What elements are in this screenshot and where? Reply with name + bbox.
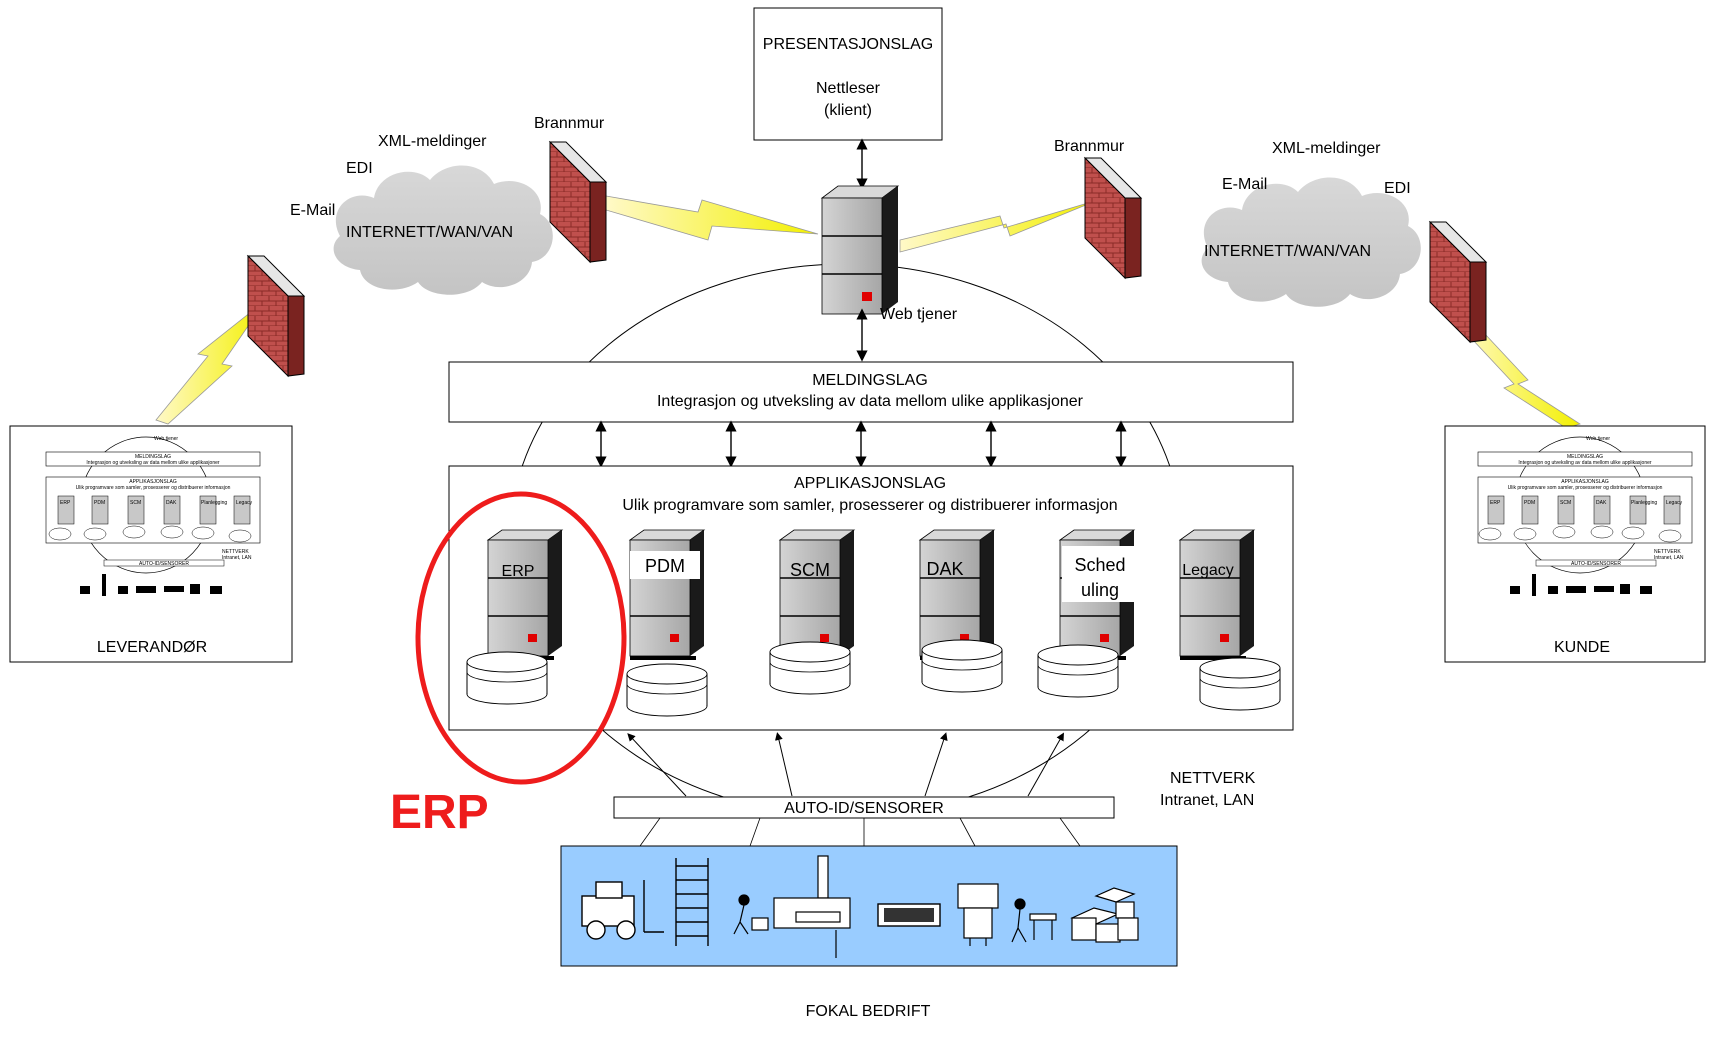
bolt-center-left xyxy=(605,195,819,241)
customer-servers xyxy=(1478,495,1682,543)
erp-highlight-label: ERP xyxy=(390,786,489,839)
firewall-left xyxy=(247,255,305,377)
supplier-srv-1: PDM xyxy=(94,500,105,506)
rack-icon xyxy=(675,858,709,946)
customer-srv-3: DAK xyxy=(1596,500,1607,506)
auto-id-label: AUTO-ID/SENSORER xyxy=(784,800,944,817)
server-scm: SCM xyxy=(769,529,855,695)
left-cloud xyxy=(333,165,553,295)
right-cloud-email: E-Mail xyxy=(1222,176,1267,193)
supplier-plant-icons xyxy=(80,574,222,596)
message-layer-box: MELDINGSLAG Integrasjon og utveksling av… xyxy=(448,361,1294,423)
server-dak-label: DAK xyxy=(926,559,963,579)
left-cloud-xml: XML-meldinger xyxy=(378,133,487,150)
customer-label: KUNDE xyxy=(1554,639,1610,656)
customer-srv-4: Planlegging xyxy=(1631,500,1657,506)
application-layer-subtitle: Ulik programvare som samler, prosesserer… xyxy=(622,497,1117,514)
firewall-left-label: Brannmur xyxy=(534,115,605,132)
plant-floor xyxy=(560,845,1178,967)
plant-connectors xyxy=(639,817,1081,847)
erp-highlight-ellipse xyxy=(415,491,627,785)
right-cloud-label: INTERNETT/WAN/VAN xyxy=(1204,243,1371,260)
firewall-center-right xyxy=(1084,157,1142,279)
supplier-web-label: Web tjener xyxy=(154,436,178,442)
web-server xyxy=(820,185,900,315)
supplier-srv-2: SCM xyxy=(130,500,141,506)
application-layer-title: APPLIKASJONSLAG xyxy=(794,475,946,492)
press-icon xyxy=(957,883,999,946)
server-scheduling-label-1: Sched xyxy=(1074,555,1125,575)
auto-id-box: AUTO-ID/SENSORER xyxy=(613,796,1115,819)
right-cloud-xml: XML-meldinger xyxy=(1272,140,1381,157)
message-layer-title: MELDINGSLAG xyxy=(812,372,928,389)
server-legacy: Legacy xyxy=(1179,529,1281,711)
supplier-app-sub: Ulik programvare som samler, prosesserer… xyxy=(76,485,231,491)
machine-icon xyxy=(733,855,851,958)
application-layer-box: APPLIKASJONSLAG Ulik programvare som sam… xyxy=(448,465,1294,731)
focal-company-label: FOKAL BEDRIFT xyxy=(806,1003,931,1020)
worker-bench-icon xyxy=(1011,898,1057,943)
supplier-srv-0: ERP xyxy=(60,500,71,506)
supplier-srv-4: Planlegging xyxy=(201,500,227,506)
supplier-panel: Web tjener MELDINGSLAG Integrasjon og ut… xyxy=(9,425,293,663)
supplier-srv-5: Legacy xyxy=(236,500,253,506)
customer-app-title: APPLIKASJONSLAG xyxy=(1561,479,1609,485)
customer-net-2: Intranet, LAN xyxy=(1654,555,1684,561)
firewall-center-left xyxy=(549,141,607,263)
server-erp: ERP xyxy=(466,529,563,705)
forklift-icon xyxy=(581,880,664,940)
customer-srv-1: PDM xyxy=(1524,500,1535,506)
presentation-title: PRESENTASJONSLAG xyxy=(763,36,933,53)
customer-msg-title: MELDINGSLAG xyxy=(1567,454,1603,460)
right-cloud xyxy=(1201,177,1421,307)
customer-plant-icons xyxy=(1510,574,1652,596)
presentation-client: (klient) xyxy=(824,102,872,119)
server-scheduling-label-2: uling xyxy=(1081,580,1119,600)
supplier-msg-title: MELDINGSLAG xyxy=(135,454,171,460)
customer-web-label: Web tjener xyxy=(1586,436,1610,442)
supplier-net-2: Intranet, LAN xyxy=(222,555,252,561)
boxes-icon xyxy=(1070,887,1139,943)
layer-arrows xyxy=(595,420,1127,468)
supplier-auto-label: AUTO-ID/SENSORER xyxy=(139,561,189,567)
message-layer-subtitle: Integrasjon og utveksling av data mellom… xyxy=(657,393,1084,410)
network-label-1: NETTVERK xyxy=(1170,770,1256,787)
supplier-msg-sub: Integrasjon og utveksling av data mellom… xyxy=(86,460,219,466)
web-server-label: Web tjener xyxy=(880,306,958,323)
right-cloud-edi: EDI xyxy=(1384,180,1411,197)
customer-srv-5: Legacy xyxy=(1666,500,1683,506)
customer-net-1: NETTVERK xyxy=(1654,549,1681,555)
network-label-2: Intranet, LAN xyxy=(1160,792,1254,809)
server-scm-label: SCM xyxy=(790,560,830,580)
firewall-right xyxy=(1429,221,1487,343)
supplier-label: LEVERANDØR xyxy=(97,639,207,656)
server-pdm: PDM xyxy=(626,529,708,717)
left-cloud-email: E-Mail xyxy=(290,202,335,219)
customer-auto-label: AUTO-ID/SENSORER xyxy=(1571,561,1621,567)
customer-panel: Web tjener MELDINGSLAG Integrasjon og ut… xyxy=(1444,425,1706,663)
customer-app-sub: Ulik programvare som samler, prosesserer… xyxy=(1508,485,1663,491)
left-cloud-edi: EDI xyxy=(346,160,373,177)
left-cloud-label: INTERNETT/WAN/VAN xyxy=(346,224,513,241)
server-legacy-label: Legacy xyxy=(1182,562,1234,579)
conveyor-icon xyxy=(877,903,941,927)
firewall-right-label: Brannmur xyxy=(1054,138,1125,155)
customer-msg-sub: Integrasjon og utveksling av data mellom… xyxy=(1518,460,1651,466)
customer-srv-0: ERP xyxy=(1490,500,1501,506)
server-scheduling: Sched uling xyxy=(1037,529,1138,698)
supplier-net-1: NETTVERK xyxy=(222,549,249,555)
auto-id-arrows xyxy=(627,732,1064,797)
server-pdm-label: PDM xyxy=(645,556,685,576)
supplier-app-title: APPLIKASJONSLAG xyxy=(129,479,177,485)
customer-srv-2: SCM xyxy=(1560,500,1571,506)
server-erp-label: ERP xyxy=(502,563,535,580)
supplier-srv-3: DAK xyxy=(166,500,177,506)
bolt-left xyxy=(155,299,267,425)
supplier-servers xyxy=(48,495,252,543)
presentation-layer-box: PRESENTASJONSLAG Nettleser (klient) xyxy=(753,7,943,141)
bolt-center-right xyxy=(899,199,1099,253)
presentation-browser: Nettleser xyxy=(816,80,881,97)
server-dak: DAK xyxy=(919,529,1003,693)
